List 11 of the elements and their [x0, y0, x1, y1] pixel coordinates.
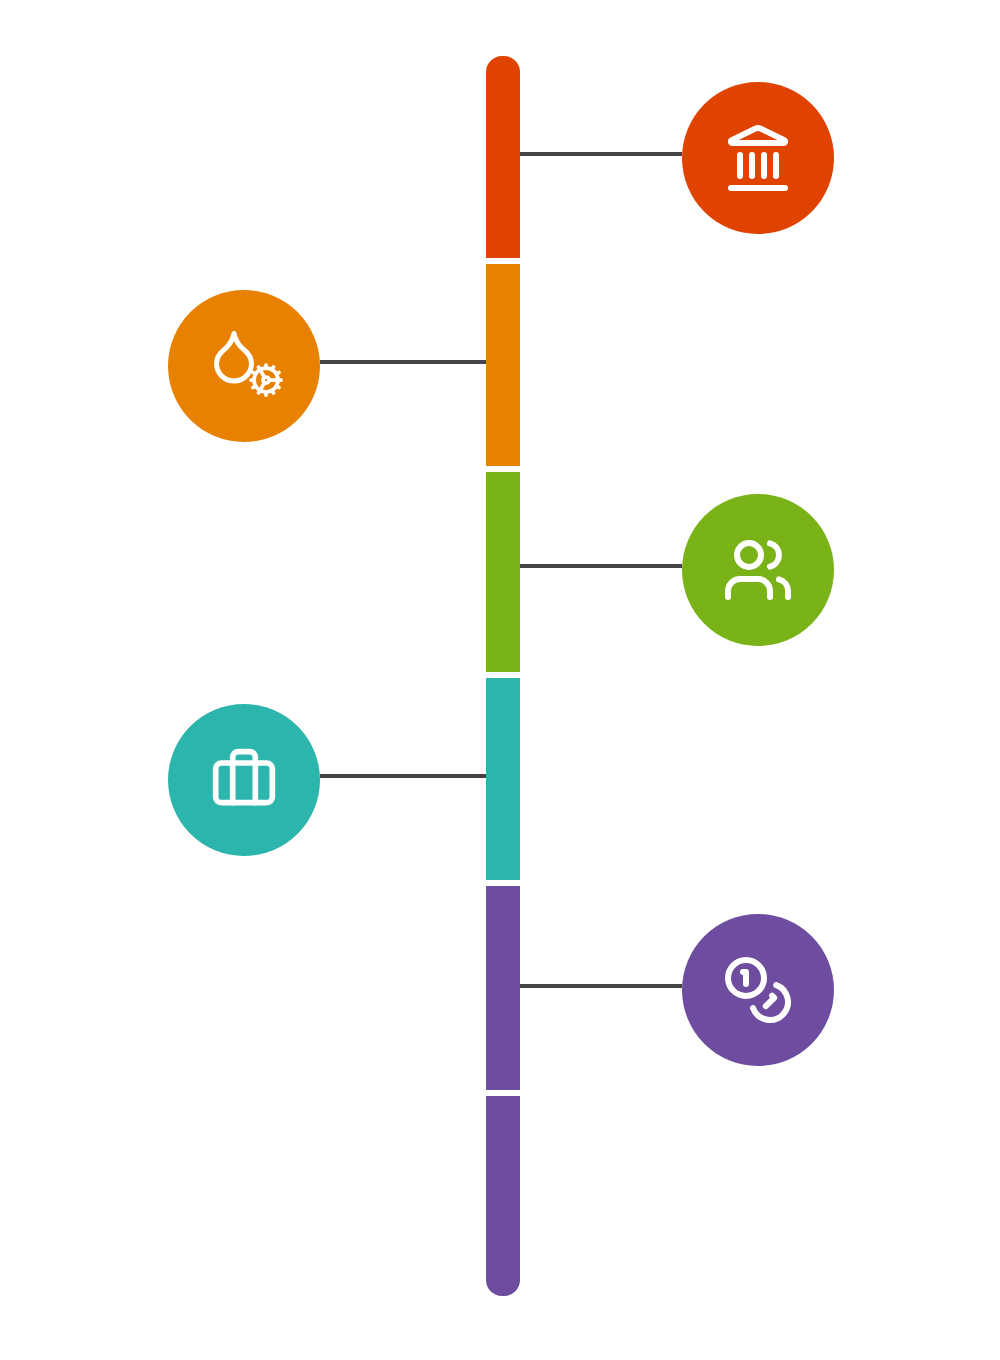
connector-line — [520, 564, 682, 568]
connector-line — [520, 984, 682, 988]
connector-line — [320, 774, 486, 778]
timeline-segment — [486, 678, 520, 880]
timeline-segment — [486, 886, 520, 1090]
timeline-segment — [486, 56, 520, 258]
connector-line — [320, 360, 486, 364]
timeline-segment — [486, 1096, 520, 1296]
connector-line — [520, 152, 682, 156]
timeline-segment — [486, 264, 520, 466]
timeline-segment — [486, 472, 520, 672]
